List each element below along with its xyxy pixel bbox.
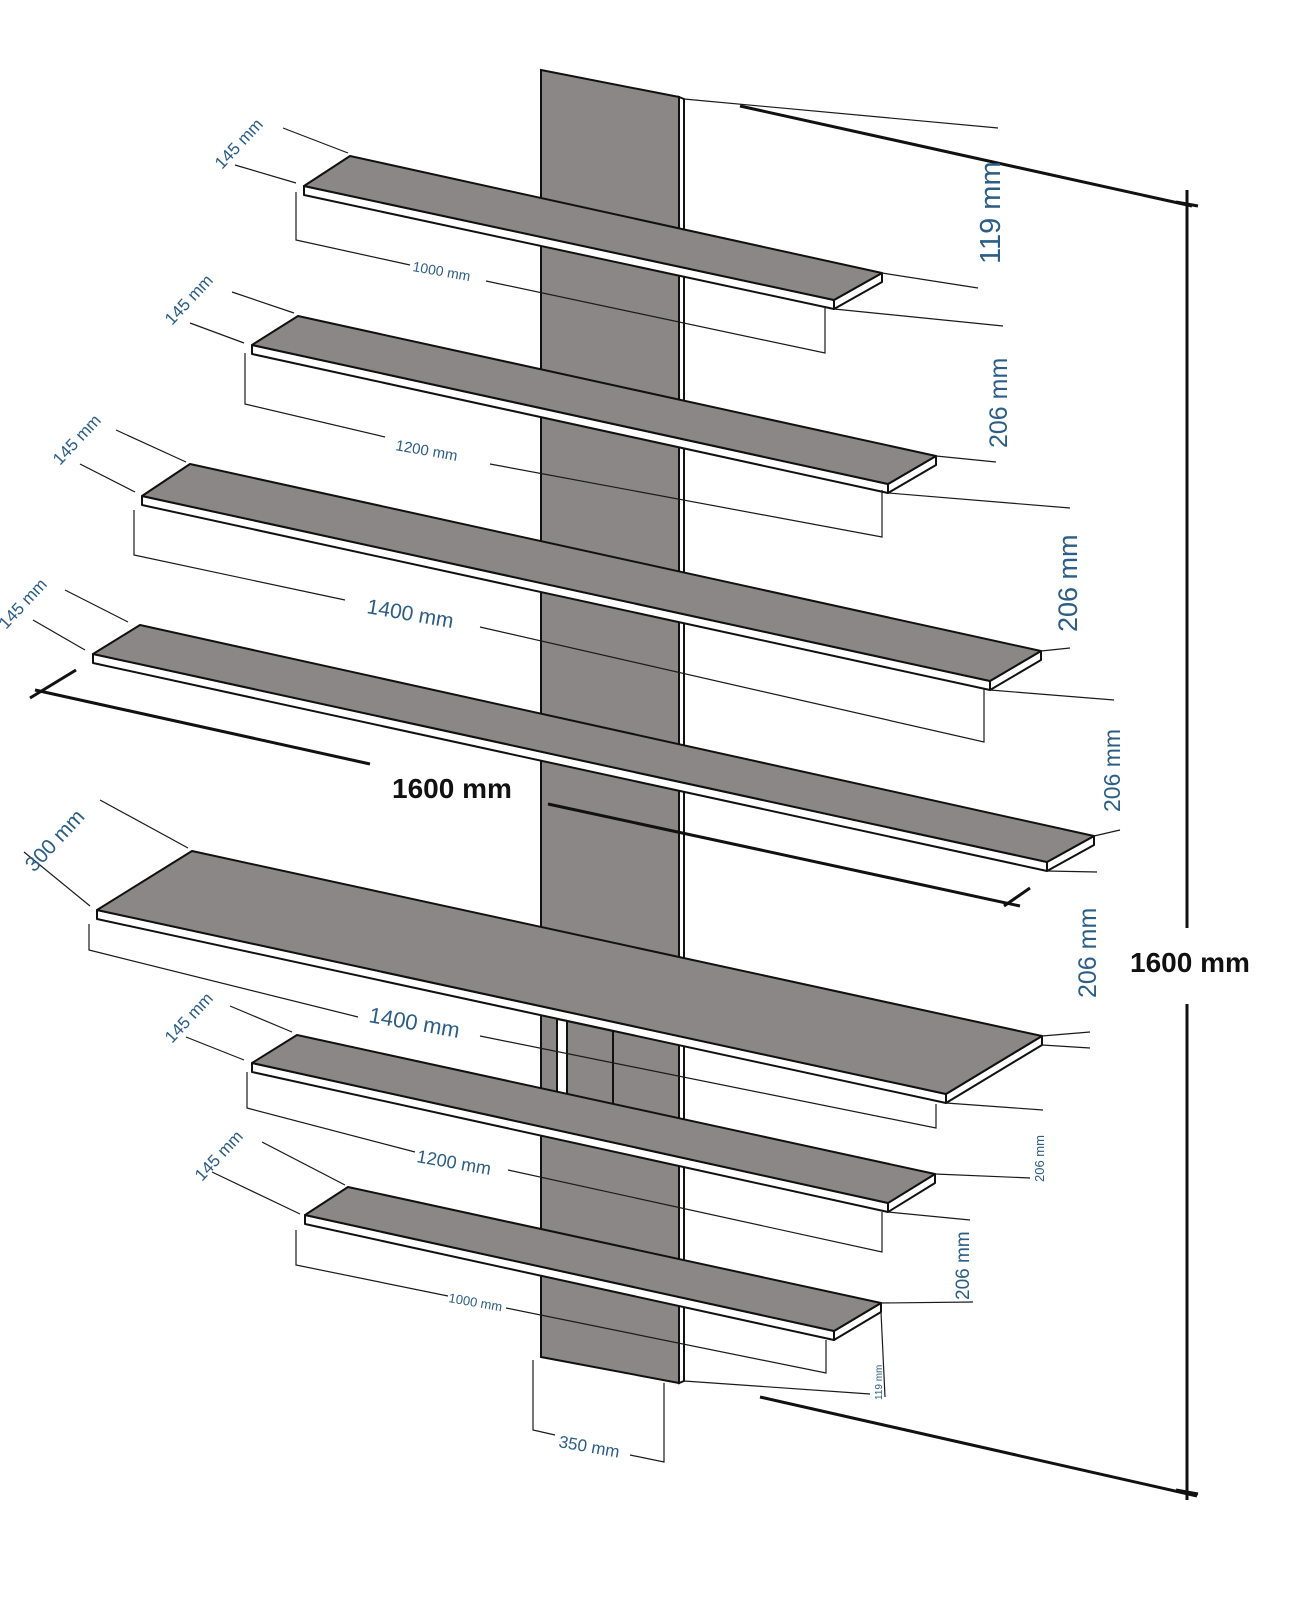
spacing-label-3: 206 mm: [1053, 534, 1083, 632]
spacing-label-8: 119 mm: [874, 1365, 885, 1400]
depth-label-1: 145 mm: [211, 115, 267, 173]
spacing-label-2: 206 mm: [985, 358, 1013, 448]
depth-label-7: 145 mm: [191, 1127, 247, 1185]
length-label-7: 1000 mm: [447, 1290, 503, 1314]
shelf-7: [304, 1186, 882, 1341]
shelf-5: [96, 850, 1043, 1104]
length-label-3: 1400 mm: [365, 595, 455, 633]
height-label-bold: 1600 mm: [1130, 947, 1250, 978]
length-label-2: 1200 mm: [394, 437, 459, 465]
spacing-label-7: 206 mm: [953, 1231, 974, 1300]
length-label-5: 1400 mm: [367, 1002, 462, 1043]
shelf-1: [303, 155, 883, 310]
depth-label-2: 145 mm: [161, 271, 217, 329]
spacing-leaders: [683, 98, 1121, 1398]
panel-width-dimension: [532, 1360, 665, 1463]
shelf-3: [141, 463, 1042, 691]
depth-label-4: 145 mm: [0, 575, 51, 633]
length-label-6: 1200 mm: [415, 1146, 492, 1179]
shelf-2: [251, 315, 937, 494]
spacing-label-4: 206 mm: [1099, 729, 1125, 812]
spacing-label-6: 206 mm: [1032, 1135, 1047, 1182]
overall-height-dimension: [739, 104, 1199, 1500]
depth-label-5: 300 mm: [21, 805, 90, 876]
spacing-label-1: 119 mm: [975, 161, 1007, 264]
spacing-label-5: 206 mm: [1074, 908, 1102, 998]
panel-width-label: 350 mm: [557, 1432, 621, 1461]
width-label-bold: 1600 mm: [392, 773, 512, 804]
depth-label-3: 145 mm: [49, 411, 105, 469]
depth-leaders: [23, 127, 349, 1215]
overall-width-dimension: [29, 668, 1031, 908]
length-label-1: 1000 mm: [411, 258, 471, 284]
back-panel-edge: [678, 95, 685, 1385]
length-brackets: [88, 192, 985, 1374]
shelf-4: [92, 624, 1095, 872]
